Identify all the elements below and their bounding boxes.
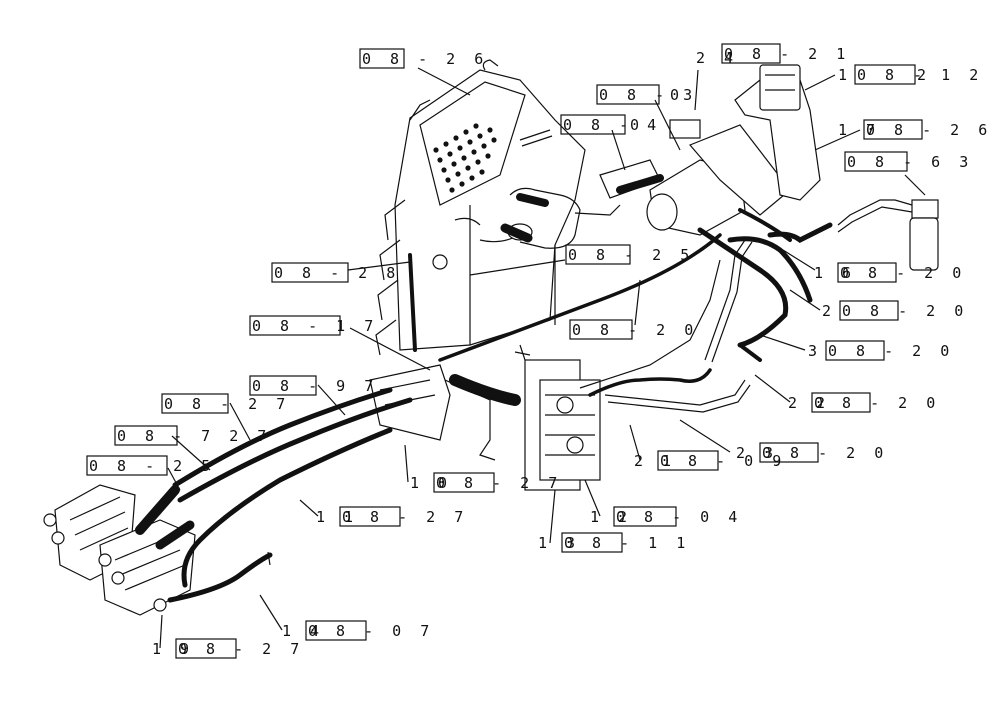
svg-text:0 8 - 1 1: 0 8 - 1 1 [564, 534, 690, 552]
svg-text:1 4: 1 4 [282, 622, 324, 640]
leader-lines [159, 67, 926, 649]
callout-08-4: 0 8 - 4 0 [560, 114, 661, 135]
svg-text:0 8 - 2 0: 0 8 - 2 0 [572, 321, 698, 339]
bracket [369, 364, 521, 461]
svg-text:2: 2 [917, 66, 931, 84]
svg-text:0 8 - 3: 0 8 - 3 [599, 86, 697, 104]
callout-08-63: 0 8 - 6 3 [844, 151, 973, 172]
svg-text:0 8 - 2 0: 0 8 - 2 0 [762, 444, 888, 462]
pump-assembly [574, 64, 821, 236]
svg-text:0 8 - 2 6: 0 8 - 2 6 [362, 50, 488, 68]
svg-text:0 8 - 4: 0 8 - 4 [563, 116, 661, 134]
radiator-grille [433, 123, 497, 193]
svg-text:0 8 - 2 0: 0 8 - 2 0 [842, 302, 968, 320]
svg-text:0 8 - 2 1: 0 8 - 2 1 [724, 45, 850, 63]
svg-text:0 8 - 0 9: 0 8 - 0 9 [660, 452, 786, 470]
svg-text:0 8 - 2 6: 0 8 - 2 6 [866, 121, 992, 139]
callout-21: 2 1 0 8 - 0 9 [634, 450, 786, 471]
callout-08-97: 0 8 - 9 7 [249, 375, 378, 396]
filter-assembly [837, 199, 939, 271]
callout-08-26-top: 0 8 - 2 6 [359, 48, 488, 69]
callout-14: 1 4 0 8 - 0 7 [282, 620, 434, 641]
svg-text:0 8 - 0 7: 0 8 - 0 7 [308, 622, 434, 640]
svg-text:0 8 - 2 7: 0 8 - 2 7 [178, 640, 304, 658]
callout-08-727: 0 8 - 7 2 7 [114, 425, 271, 446]
svg-text:0 8 - 1 2: 0 8 - 1 2 [857, 66, 983, 84]
svg-text:0 8 - 0 4: 0 8 - 0 4 [616, 508, 742, 526]
svg-text:1 9: 1 9 [152, 640, 194, 658]
svg-text:1: 1 [838, 66, 852, 84]
svg-text:0: 0 [670, 86, 684, 104]
callout-08-27-upper: 0 8 - 2 7 [161, 393, 290, 414]
svg-text:1 0: 1 0 [410, 474, 452, 492]
svg-text:0 8 - 2 7: 0 8 - 2 7 [342, 508, 468, 526]
callout-17: 1 7 0 8 - 2 6 [838, 119, 992, 140]
callout-24: 2 4 0 8 - 2 1 [696, 43, 850, 67]
callout-11: 1 1 0 8 - 2 7 [316, 506, 468, 527]
svg-text:2 2: 2 2 [788, 394, 830, 412]
valve-block [514, 344, 601, 491]
callout-1: 1 0 8 - 1 2 2 [838, 64, 983, 85]
callout-labels: 0 8 - 2 6 2 4 0 8 - 2 1 1 0 8 - 1 2 2 0 … [86, 43, 992, 659]
svg-text:1 6: 1 6 [814, 264, 856, 282]
callout-22: 2 2 0 8 - 2 0 [788, 392, 940, 413]
callout-08-28: 0 8 - 2 8 [271, 262, 400, 283]
hoses [167, 208, 833, 603]
callout-08-25-mid: 0 8 - 2 5 [565, 244, 694, 265]
svg-text:1 1: 1 1 [316, 508, 358, 526]
callout-10: 1 0 0 8 - 2 7 [410, 472, 562, 493]
svg-text:2: 2 [822, 302, 836, 320]
svg-text:0 8 - 1 7: 0 8 - 1 7 [252, 317, 378, 335]
svg-text:0 8 - 6 3: 0 8 - 6 3 [847, 153, 973, 171]
svg-text:1 3: 1 3 [538, 534, 580, 552]
callout-16: 1 6 0 8 - 2 0 [814, 262, 966, 283]
callout-08-17: 0 8 - 1 7 [249, 315, 378, 336]
callout-12: 1 2 0 8 - 0 4 [590, 506, 742, 527]
svg-text:0 8 - 2 8: 0 8 - 2 8 [274, 264, 400, 282]
callout-23: 2 3 0 8 - 2 0 [736, 442, 888, 463]
callout-08-3: 0 8 - 3 0 [596, 84, 697, 105]
svg-text:0 8 - 2 0: 0 8 - 2 0 [814, 394, 940, 412]
callout-3: 3 0 8 - 2 0 [808, 340, 954, 361]
svg-text:0 8 - 2 5: 0 8 - 2 5 [89, 457, 215, 475]
svg-text:0 8 - 2 0: 0 8 - 2 0 [828, 342, 954, 360]
svg-text:1 2: 1 2 [590, 508, 632, 526]
svg-text:0 8 - 2 5: 0 8 - 2 5 [568, 246, 694, 264]
callout-19: 1 9 0 8 - 2 7 [152, 638, 304, 659]
callout-08-20-mid: 0 8 - 2 0 [569, 319, 698, 340]
svg-text:0 8 - 2 0: 0 8 - 2 0 [840, 264, 966, 282]
svg-text:0 8 - 7 2 7: 0 8 - 7 2 7 [117, 427, 271, 445]
control-valves [43, 484, 196, 616]
svg-text:3: 3 [808, 342, 822, 360]
svg-text:1 7: 1 7 [838, 121, 880, 139]
svg-text:0 8 - 2 7: 0 8 - 2 7 [164, 395, 290, 413]
callout-13: 1 3 0 8 - 1 1 [538, 532, 690, 553]
svg-text:0: 0 [630, 116, 644, 134]
callout-08-25-left: 0 8 - 2 5 [86, 455, 215, 476]
svg-text:0 8 - 2 7: 0 8 - 2 7 [436, 474, 562, 492]
radiator-assembly [375, 59, 586, 356]
svg-text:0 8 - 9 7: 0 8 - 9 7 [252, 377, 378, 395]
svg-text:2 1: 2 1 [634, 452, 676, 470]
callout-2: 2 0 8 - 2 0 [822, 300, 968, 321]
svg-text:2 3: 2 3 [736, 444, 778, 462]
